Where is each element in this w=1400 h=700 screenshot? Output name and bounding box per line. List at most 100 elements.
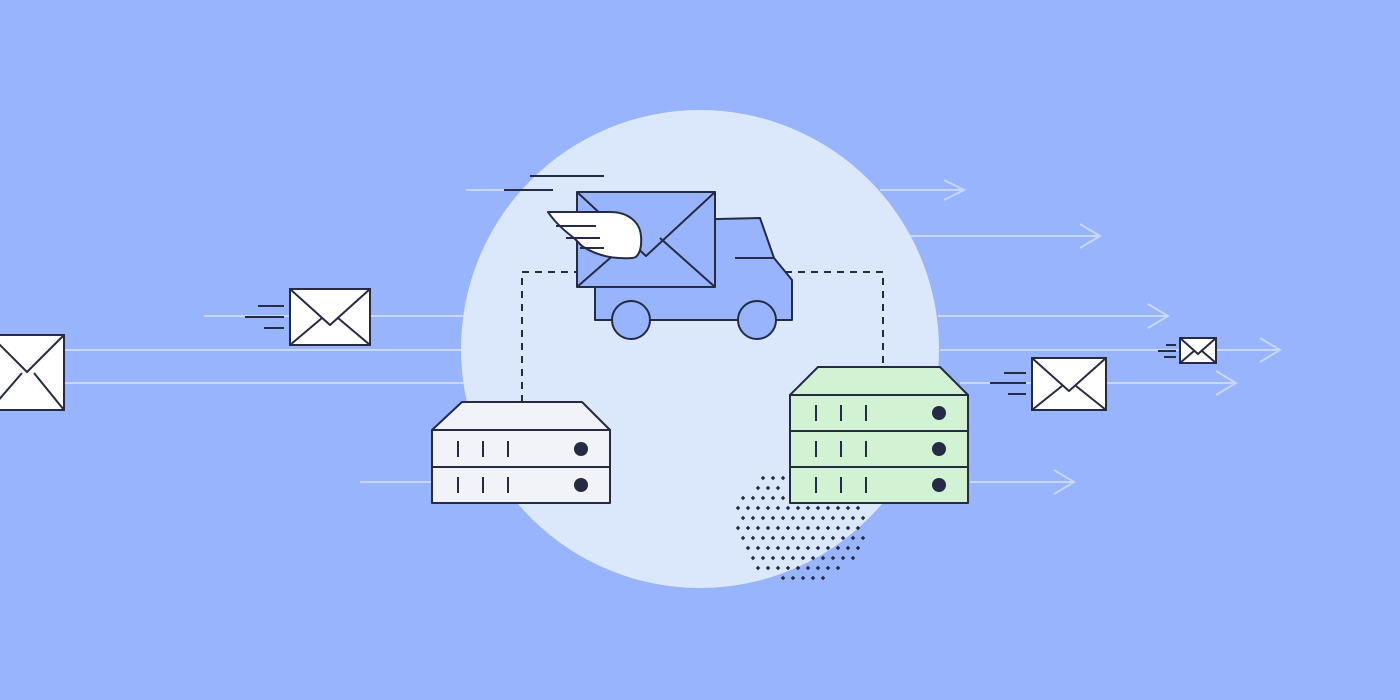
- dot: [855, 505, 861, 511]
- dot: [805, 525, 811, 531]
- dot: [770, 515, 776, 521]
- dot: [815, 565, 821, 571]
- dot: [755, 505, 761, 511]
- dot: [835, 505, 841, 511]
- envelope-icon: [289, 288, 371, 346]
- dot: [775, 565, 781, 571]
- dot: [850, 555, 856, 561]
- dot: [840, 535, 846, 541]
- dot: [770, 475, 776, 481]
- dot: [785, 545, 791, 551]
- dot: [760, 495, 766, 501]
- dot: [740, 515, 746, 521]
- envelope-icon: [1031, 357, 1107, 411]
- dot: [830, 555, 836, 561]
- dot: [845, 545, 851, 551]
- dot: [810, 575, 816, 581]
- dot: [775, 485, 781, 491]
- dot: [860, 535, 866, 541]
- dot: [760, 475, 766, 481]
- dot: [760, 515, 766, 521]
- dot: [780, 535, 786, 541]
- dot: [770, 555, 776, 561]
- mail-truck-icon: [547, 191, 793, 340]
- dashed-connectors: [521, 271, 884, 402]
- dot: [855, 545, 861, 551]
- dot: [850, 515, 856, 521]
- dot: [820, 515, 826, 521]
- dot: [825, 525, 831, 531]
- dot: [795, 565, 801, 571]
- envelope-icon: [1179, 337, 1217, 364]
- motion-lines: [1158, 344, 1176, 358]
- dot: [805, 545, 811, 551]
- dot: [735, 505, 741, 511]
- arrow-right-icon: [938, 303, 1170, 329]
- dot: [765, 565, 771, 571]
- dot: [835, 545, 841, 551]
- motion-lines: [990, 372, 1026, 395]
- dot: [835, 525, 841, 531]
- dot: [785, 525, 791, 531]
- dot: [850, 535, 856, 541]
- dot: [815, 525, 821, 531]
- dot: [825, 565, 831, 571]
- dot: [765, 505, 771, 511]
- dot: [830, 535, 836, 541]
- dot: [860, 515, 866, 521]
- dot: [810, 515, 816, 521]
- dot: [745, 505, 751, 511]
- dot: [775, 525, 781, 531]
- wing-icon: [547, 211, 643, 260]
- server-icon: [789, 366, 969, 504]
- dot: [800, 555, 806, 561]
- background-circle: [461, 110, 939, 588]
- server-led: [932, 478, 946, 492]
- envelope-icon: [0, 334, 65, 411]
- dot: [795, 505, 801, 511]
- dot: [780, 555, 786, 561]
- server-led: [932, 442, 946, 456]
- dot: [755, 485, 761, 491]
- dot: [775, 545, 781, 551]
- dot: [755, 545, 761, 551]
- dot: [805, 505, 811, 511]
- dot: [780, 495, 786, 501]
- dot: [760, 555, 766, 561]
- motion-lines: [504, 175, 604, 191]
- dot: [785, 565, 791, 571]
- dot: [820, 535, 826, 541]
- dot: [795, 525, 801, 531]
- dot: [810, 535, 816, 541]
- dot: [805, 565, 811, 571]
- dot: [750, 495, 756, 501]
- dot: [845, 505, 851, 511]
- dot: [750, 535, 756, 541]
- dot: [770, 535, 776, 541]
- motion-lines: [245, 305, 284, 329]
- dot: [840, 515, 846, 521]
- dot: [765, 545, 771, 551]
- server-icon: [431, 401, 611, 504]
- dot: [845, 525, 851, 531]
- dot: [765, 525, 771, 531]
- dot: [835, 565, 841, 571]
- server-led: [932, 406, 946, 420]
- dot: [790, 515, 796, 521]
- dot: [745, 545, 751, 551]
- dot: [780, 515, 786, 521]
- server-unit: [431, 466, 611, 504]
- dot: [800, 535, 806, 541]
- dot: [775, 505, 781, 511]
- dot: [795, 545, 801, 551]
- truck-wheel: [611, 300, 651, 340]
- dot: [815, 545, 821, 551]
- dot-pattern: [735, 475, 866, 581]
- dot: [780, 575, 786, 581]
- arrow-right-icon: [880, 179, 967, 201]
- dot: [820, 575, 826, 581]
- truck-wheel: [737, 300, 777, 340]
- dot: [815, 505, 821, 511]
